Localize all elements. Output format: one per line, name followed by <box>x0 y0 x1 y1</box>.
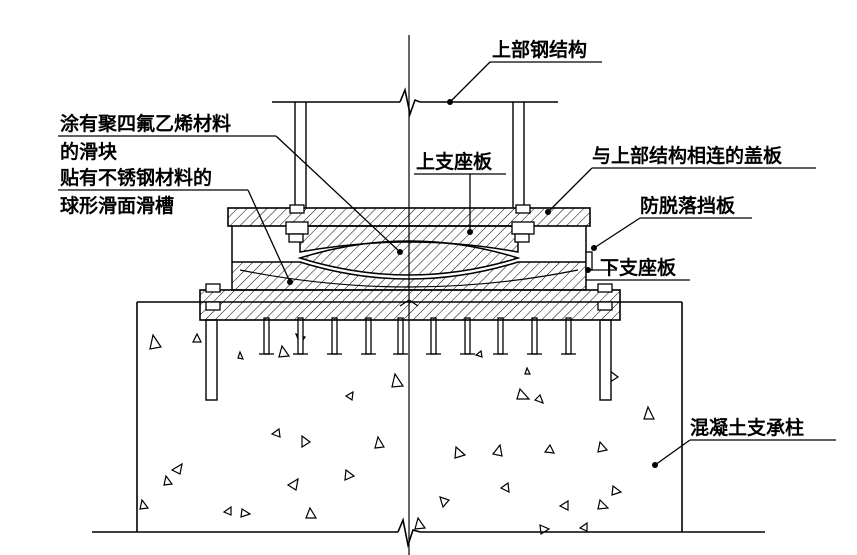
label-coated-slider-line1: 涂有聚四氟乙烯材料 <box>60 112 231 135</box>
leader-dots <box>287 99 658 468</box>
label-stainless-groove-line1: 贴有不锈钢材料的 <box>60 166 212 189</box>
label-connected-cover-plate: 与上部结构相连的盖板 <box>592 144 783 167</box>
lower-bearing-plate <box>231 261 587 291</box>
concrete-aggregate <box>139 332 655 536</box>
base-plate-bolts <box>205 251 613 311</box>
label-upper-steel-structure: 上部钢结构 <box>492 38 587 61</box>
anchor-bolts <box>259 317 576 355</box>
upper-steel-beam <box>272 87 558 117</box>
cover-plate-bolts <box>285 204 535 243</box>
label-lower-bearing-plate: 下支座板 <box>600 256 677 279</box>
label-concrete-column: 混凝土支承柱 <box>690 416 804 439</box>
center-line-break <box>399 299 419 307</box>
label-coated-slider-line2: 的滑块 <box>60 140 118 163</box>
label-stainless-groove-line2: 球形滑面滑槽 <box>60 194 174 217</box>
label-upper-bearing-plate: 上支座板 <box>416 150 493 173</box>
leader-lines <box>58 61 836 466</box>
label-anti-fall-baffle: 防脱落挡板 <box>640 194 736 217</box>
concrete-column <box>92 301 765 549</box>
upper-steel-columns <box>294 102 525 208</box>
base-plate <box>199 289 621 321</box>
